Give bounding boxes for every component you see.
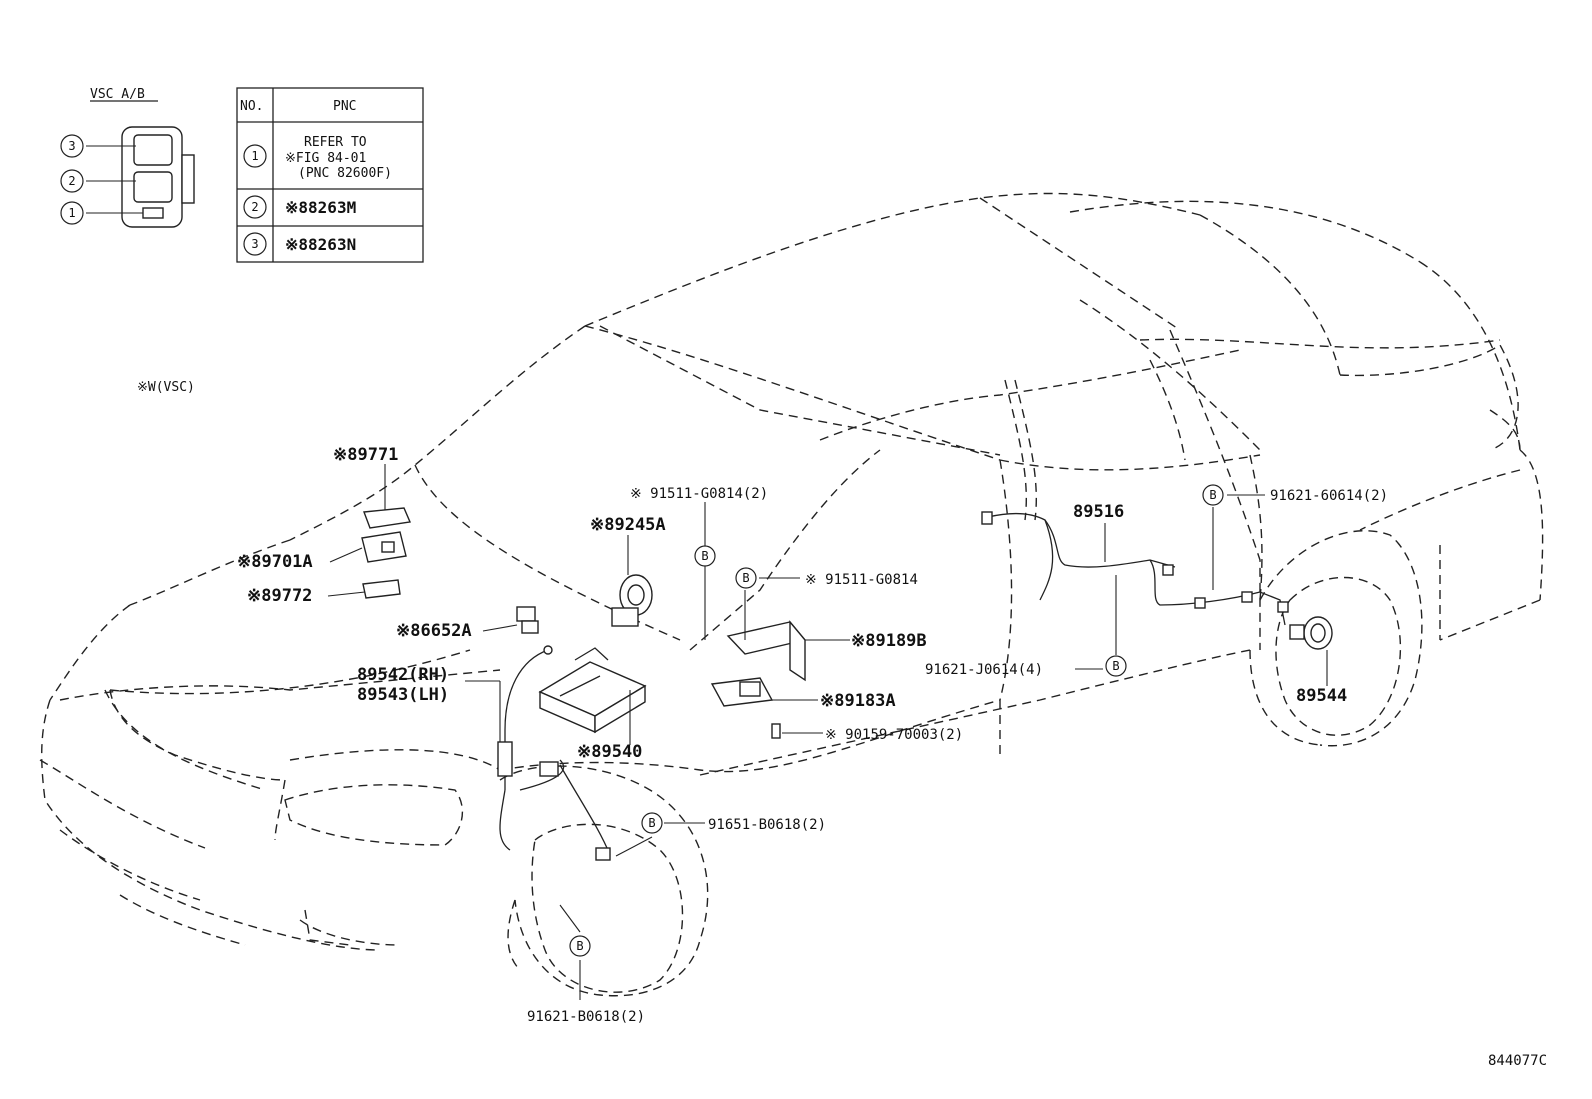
label-89772: ※89772 bbox=[247, 586, 312, 606]
label-91621-j0614: 91621-J0614(4) bbox=[925, 662, 1043, 678]
label-91651-b0618: 91651-B0618(2) bbox=[708, 817, 826, 833]
svg-text:B: B bbox=[576, 939, 583, 953]
vsc-airbag-legend: VSC A/B 3 2 1 bbox=[60, 87, 195, 228]
table-row-2-pnc: ※88263M bbox=[285, 198, 356, 217]
svg-text:B: B bbox=[1209, 488, 1216, 502]
svg-text:3: 3 bbox=[68, 139, 75, 153]
label-89183A: ※89183A bbox=[820, 691, 896, 711]
svg-text:1: 1 bbox=[68, 206, 75, 220]
label-89516: 89516 bbox=[1073, 502, 1124, 522]
legend-title: VSC A/B bbox=[90, 87, 145, 102]
table-header-no: NO. bbox=[240, 99, 263, 114]
table-row-1-line1: REFER TO bbox=[304, 135, 367, 150]
label-89771: ※89771 bbox=[333, 445, 398, 465]
bolt-marker-91511-g0814: B bbox=[735, 567, 757, 589]
label-89701A: ※89701A bbox=[237, 552, 313, 572]
figure-id: 844077C bbox=[1488, 1053, 1547, 1069]
part-89540-ecu bbox=[538, 647, 647, 734]
table-header-pnc: PNC bbox=[333, 99, 356, 114]
legend-callout-1: 1 bbox=[60, 201, 84, 225]
part-89183A-sensor bbox=[710, 677, 774, 707]
svg-text:B: B bbox=[742, 571, 749, 585]
bolt-marker-91651-b0618: B bbox=[641, 812, 663, 834]
part-labels: ※89771 ※89701A ※89772 ※86652A 89542(RH) … bbox=[237, 445, 1388, 1025]
legend-callout-2: 2 bbox=[60, 169, 84, 193]
car-body-outline bbox=[39, 192, 1544, 997]
pnc-table: NO. PNC 1 REFER TO ※FIG 84-01 (PNC 82600… bbox=[236, 87, 424, 263]
table-row-3-no: 3 bbox=[251, 237, 258, 251]
bolt-marker-91621-60614: B bbox=[1202, 484, 1224, 506]
bolt-marker-91511-g0814-2: B bbox=[694, 545, 716, 567]
table-row-1-line3: (PNC 82600F) bbox=[298, 166, 392, 181]
table-row-1-no: 1 bbox=[251, 149, 258, 163]
label-89245A: ※89245A bbox=[590, 515, 666, 535]
label-89544: 89544 bbox=[1296, 686, 1347, 706]
part-89189B-bracket bbox=[726, 620, 807, 682]
label-89543-lh: 89543(LH) bbox=[357, 685, 449, 705]
svg-text:2: 2 bbox=[68, 174, 75, 188]
part-89701A-sensor bbox=[361, 531, 407, 563]
bolt-marker-91621-j0614: B bbox=[1105, 655, 1127, 677]
label-91511-g0814: ※ 91511-G0814 bbox=[805, 572, 918, 588]
legend-note: ※W(VSC) bbox=[137, 380, 195, 395]
part-89771-cover bbox=[363, 507, 412, 529]
part-89542-speed-sensor-front bbox=[497, 645, 611, 861]
table-row-3-pnc: ※88263N bbox=[285, 235, 356, 254]
label-89189B: ※89189B bbox=[851, 631, 927, 651]
label-91621-60614: 91621-60614(2) bbox=[1270, 488, 1388, 504]
leader-lines bbox=[327, 464, 1328, 1000]
part-90159-bolt bbox=[771, 723, 781, 739]
legend-callout-3: 3 bbox=[60, 134, 84, 158]
table-row-1-line2: ※FIG 84-01 bbox=[285, 151, 366, 166]
label-90159-70003: ※ 90159-70003(2) bbox=[825, 727, 963, 743]
label-91621-b0618: 91621-B0618(2) bbox=[527, 1009, 645, 1025]
part-89772-bracket bbox=[362, 579, 401, 599]
bolt-marker-91621-b0618: B bbox=[569, 935, 591, 957]
svg-text:B: B bbox=[648, 816, 655, 830]
part-89245A-sensor bbox=[611, 574, 653, 627]
part-89516-harness bbox=[981, 511, 1289, 626]
svg-text:B: B bbox=[1112, 659, 1119, 673]
table-row-2-no: 2 bbox=[251, 200, 258, 214]
label-89542-rh: 89542(RH) bbox=[357, 665, 449, 685]
part-86652A-connector bbox=[516, 606, 539, 634]
svg-text:B: B bbox=[701, 549, 708, 563]
part-89544-sensor-rear bbox=[1289, 616, 1333, 650]
label-91511-g0814-2: ※ 91511-G0814(2) bbox=[630, 486, 768, 502]
label-86652A: ※86652A bbox=[396, 621, 472, 641]
label-89540: ※89540 bbox=[577, 742, 642, 762]
